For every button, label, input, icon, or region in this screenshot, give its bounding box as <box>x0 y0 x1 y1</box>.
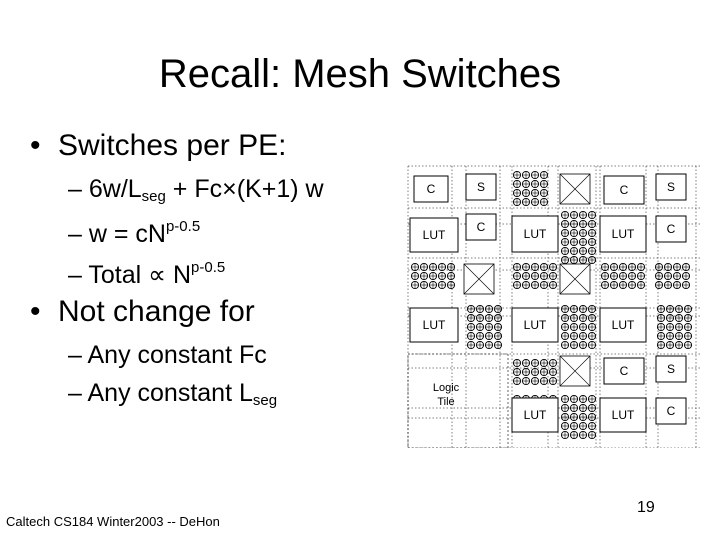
formula-superscript: p-0.5 <box>191 259 226 276</box>
dash: – <box>68 341 82 369</box>
switch-box-s-label: S <box>477 180 485 194</box>
connection-box <box>413 175 449 203</box>
switch-box-s <box>655 173 687 201</box>
lut-block-label: LUT <box>612 227 635 241</box>
sub-bullet-text: Any constant L <box>87 379 253 407</box>
formula-superscript: p-0.5 <box>165 218 201 235</box>
switch-point <box>410 271 420 281</box>
switch-box-s <box>465 173 497 201</box>
switch-box-s-label: S <box>667 180 675 194</box>
switch-box-s-label: S <box>667 362 675 376</box>
sub-bullet-constant-lseg: – Any constant Lseg <box>68 378 277 416</box>
connection-box <box>603 175 645 205</box>
dash: – <box>68 261 82 289</box>
formula-part-b: + Fc×(K+1) w <box>165 175 324 203</box>
sub-bullet-formula-1: – 6w/Lseg + Fc×(K+1) w <box>68 174 324 212</box>
lut-block <box>511 307 559 343</box>
page-number: 19 <box>637 499 655 516</box>
switch-point <box>428 262 438 272</box>
switch-box-diag <box>463 263 495 295</box>
sub-bullet-text: Any constant Fc <box>87 341 267 369</box>
switch-point <box>428 271 438 281</box>
footer-credit: Caltech CS184 Winter2003 -- DeHon <box>6 514 220 529</box>
connection-box-label: C <box>620 364 629 378</box>
lut-block <box>511 397 559 433</box>
lut-block-label: LUT <box>423 228 446 242</box>
logic-tile-label: Tile <box>437 396 454 408</box>
switch-box-diag <box>559 263 591 295</box>
connection-box-label: C <box>667 404 676 418</box>
lut-block <box>511 215 559 253</box>
formula-part-a: Total ∝ N <box>88 261 192 289</box>
switch-point <box>419 271 429 281</box>
switch-point <box>446 262 456 272</box>
sub-bullet-constant-fc: – Any constant Fc <box>68 340 267 370</box>
connection-box <box>655 215 687 243</box>
lut-block <box>409 217 459 253</box>
dash: – <box>68 379 82 407</box>
lut-block-label: LUT <box>524 408 547 422</box>
switch-point <box>437 271 447 281</box>
switch-point <box>410 262 420 272</box>
logic-tile-outline <box>407 353 509 448</box>
lut-block <box>409 307 459 343</box>
sub-bullet-formula-3: – Total ∝ Np-0.5 <box>68 253 225 290</box>
bullet-switches-per-pe: • Switches per PE: <box>30 128 287 164</box>
lut-block-label: LUT <box>524 227 547 241</box>
lut-block-label: LUT <box>524 318 547 332</box>
connection-box <box>603 357 645 385</box>
formula-part-a: w = cN <box>88 220 166 248</box>
subscript: seg <box>252 392 278 409</box>
dash: – <box>68 220 82 248</box>
sub-bullet-formula-2: – w = cNp-0.5 <box>68 212 200 249</box>
lut-block <box>599 397 647 433</box>
switch-box-diag <box>559 355 591 387</box>
lut-block <box>599 307 647 343</box>
switch-box-diag <box>559 173 591 205</box>
connection-box-label: C <box>427 182 436 196</box>
bullet-not-change-for: • Not change for <box>30 294 255 330</box>
dash: – <box>68 175 82 203</box>
connection-box <box>655 397 687 425</box>
switch-point <box>437 262 447 272</box>
lut-block-label: LUT <box>423 318 446 332</box>
logic-tile-label: Logic <box>433 382 460 394</box>
connection-box-label: C <box>667 222 676 236</box>
connection-box <box>465 213 497 241</box>
page-title: Recall: Mesh Switches <box>158 52 562 96</box>
connection-box-label: C <box>620 183 629 197</box>
switch-box-s <box>655 355 687 383</box>
connection-box-label: C <box>477 220 486 234</box>
formula-subscript: seg <box>141 188 166 205</box>
bullet-dot: • <box>30 295 41 328</box>
bullet-text: Not change for <box>58 295 255 328</box>
formula-part-a: 6w/L <box>88 175 142 203</box>
bullet-text: Switches per PE: <box>58 129 287 162</box>
switch-point <box>446 271 456 281</box>
lut-block <box>599 215 647 253</box>
lut-block-label: LUT <box>612 318 635 332</box>
lut-block-label: LUT <box>612 408 635 422</box>
bullet-dot: • <box>30 129 41 162</box>
switch-point <box>419 262 429 272</box>
